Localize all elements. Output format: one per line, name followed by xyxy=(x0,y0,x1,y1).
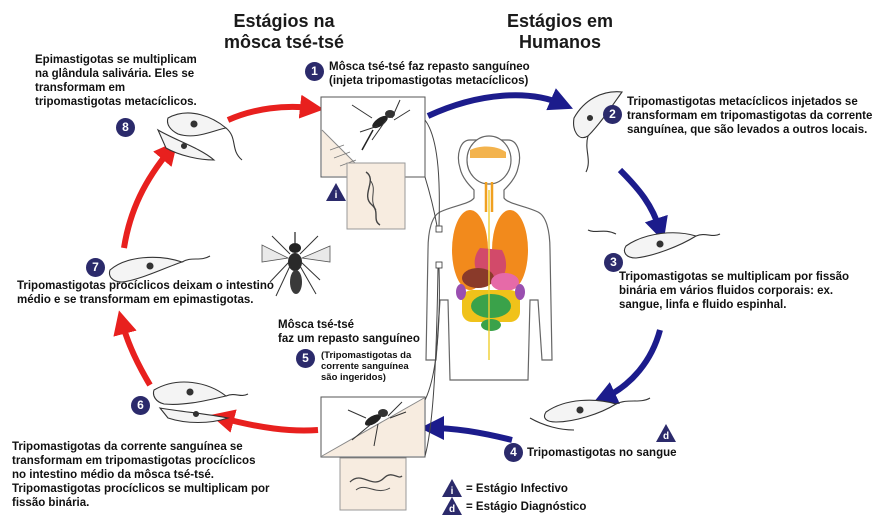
bite-panel-bottom xyxy=(321,397,425,510)
human-body-illustration xyxy=(426,136,552,380)
bite-panel-top xyxy=(321,97,425,229)
parasite-stage-2 xyxy=(574,92,622,172)
fly-stages-heading: Estágios na môsca tsé-tsé xyxy=(214,11,354,53)
step-5-caption: (Tripomastigotas da corrente sanguínea s… xyxy=(321,350,411,383)
arrow-1-to-2 xyxy=(428,95,562,116)
step-8-caption: Epimastigotas se multiplicam na glândula… xyxy=(35,53,197,109)
arrow-2-to-3 xyxy=(620,170,660,230)
step-3-caption: Tripomastigotas se multiplicam por fissã… xyxy=(619,270,849,312)
arrow-3-to-4 xyxy=(604,330,660,398)
legend-diagnostic-icon: d xyxy=(441,496,463,516)
step-5-title: Môsca tsé-tsé faz um repasto sanguíneo xyxy=(278,318,420,346)
arrow-7-to-8 xyxy=(124,150,170,248)
legend-infective-icon: i xyxy=(441,478,463,498)
parasite-stage-6 xyxy=(153,382,248,422)
arrow-8-to-1 xyxy=(228,107,312,120)
diagnostic-stage-icon: d xyxy=(655,423,677,443)
step-1-caption: Môsca tsé-tsé faz repasto sanguíneo (inj… xyxy=(329,60,530,88)
step-2-badge: 2 xyxy=(603,105,622,124)
arrow-5-to-6 xyxy=(222,418,318,431)
parasite-stage-4 xyxy=(530,398,650,430)
legend-diagnostic-label: = Estágio Diagnóstico xyxy=(466,500,586,514)
step-4-badge: 4 xyxy=(504,443,523,462)
step-6-caption: Tripomastigotas da corrente sanguínea se… xyxy=(12,440,270,510)
step-5-badge: 5 xyxy=(296,349,315,368)
step-8-badge: 8 xyxy=(116,118,135,137)
arrow-4-to-5 xyxy=(432,428,512,440)
step-7-caption: Tripomastigotas procíclicos deixam o int… xyxy=(17,279,274,307)
step-4-caption: Tripomastigotas no sangue xyxy=(527,446,677,460)
step-6-badge: 6 xyxy=(131,396,150,415)
legend-infective-label: = Estágio Infectivo xyxy=(466,482,568,496)
infective-stage-icon: i xyxy=(325,182,347,202)
step-2-caption: Tripomastigotas metacíclicos injetados s… xyxy=(627,95,872,137)
arrow-6-to-7 xyxy=(122,322,150,385)
step-1-badge: 1 xyxy=(305,62,324,81)
human-stages-heading: Estágios em Humanos xyxy=(495,11,625,53)
step-7-badge: 7 xyxy=(86,258,105,277)
